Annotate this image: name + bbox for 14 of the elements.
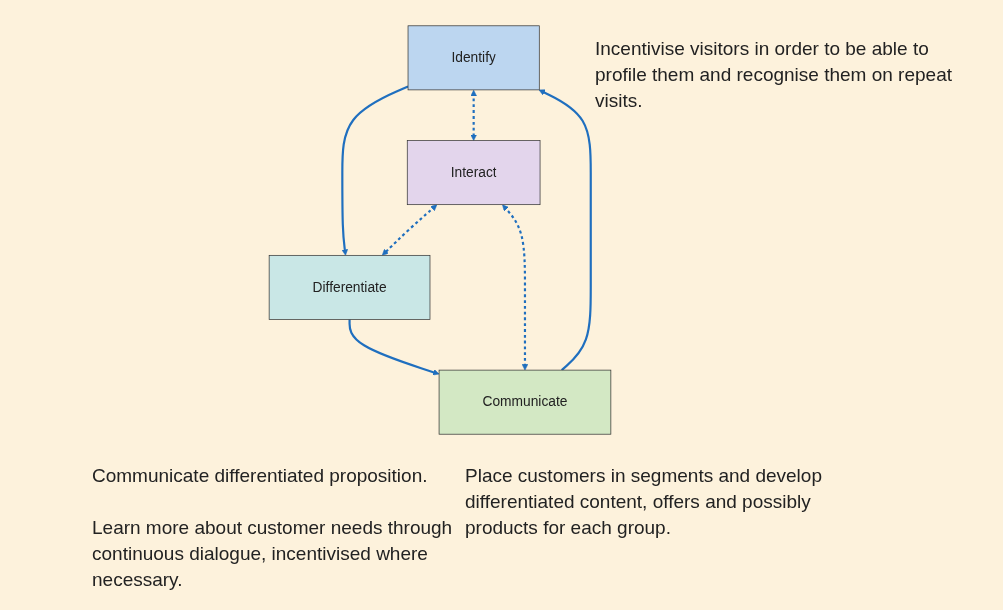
bullet-note: Communicate differentiated proposition. bbox=[92, 464, 429, 488]
bullet-note: Incentivise visitors in order to be able to profile them and recognise them on repeat visits. bbox=[595, 37, 953, 113]
node-box: Communicate bbox=[438, 369, 612, 435]
arrow bbox=[470, 89, 477, 141]
arrow bbox=[538, 89, 592, 371]
bullet-note: Learn more about customer needs through continuous dialogue, incentivised where necessary. bbox=[92, 516, 454, 592]
arrow bbox=[381, 204, 438, 256]
node-box: Differentiate bbox=[268, 255, 431, 320]
node-box: Interact bbox=[406, 140, 541, 205]
bullet-note: Place customers in segments and develop differentiated content, offers and possibly products for each group. bbox=[465, 464, 823, 540]
arrow bbox=[502, 204, 529, 371]
arrow bbox=[341, 85, 409, 256]
node-box: Identify bbox=[407, 25, 540, 91]
arrow bbox=[348, 319, 440, 376]
